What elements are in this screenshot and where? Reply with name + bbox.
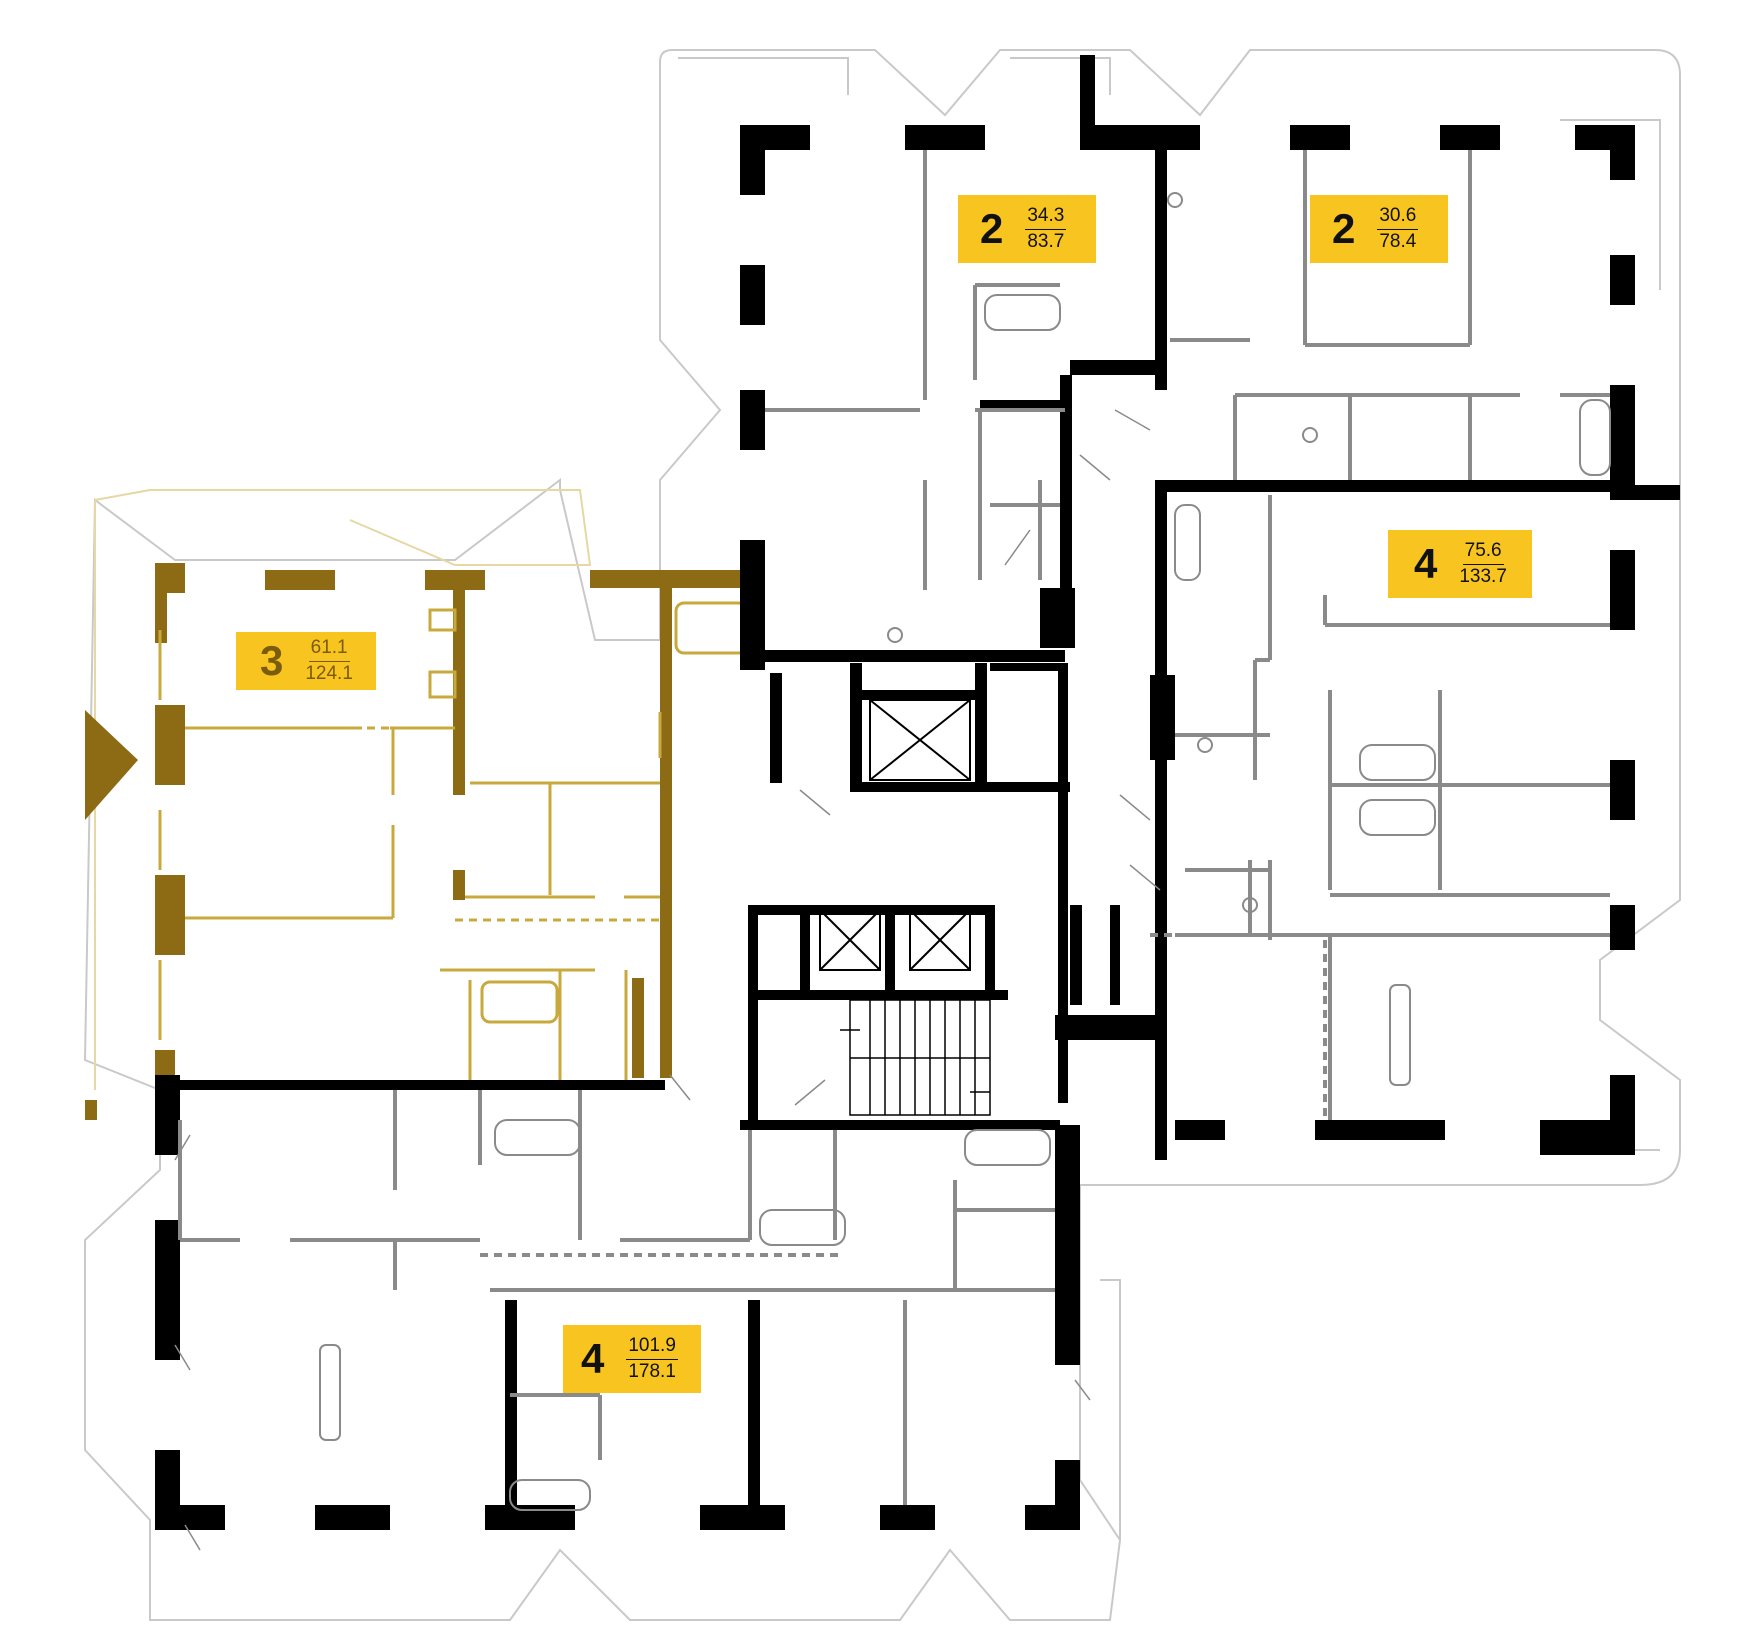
selected-apartment-partitions [158,601,748,1080]
living-area: 34.3 [1025,205,1067,230]
living-area: 75.6 [1462,540,1504,565]
area-fraction: 30.6 78.4 [1377,205,1419,253]
total-area: 83.7 [1027,230,1065,252]
total-area: 78.4 [1379,230,1417,252]
apartment-badge-4-rooms-a[interactable]: 4 75.6 133.7 [1388,530,1532,598]
apartment-badge-3-rooms[interactable]: 3 61.1 124.1 [236,632,376,690]
area-fraction: 75.6 133.7 [1459,540,1507,588]
room-count: 2 [1332,205,1356,252]
door-swings [174,409,1161,1551]
apartment-badge-2-rooms-b[interactable]: 2 30.6 78.4 [1310,195,1448,263]
area-fraction: 101.9 178.1 [626,1335,678,1383]
total-area: 178.1 [628,1360,676,1382]
living-area: 30.6 [1377,205,1419,230]
staircase [840,999,991,1116]
total-area: 124.1 [305,662,353,684]
area-fraction: 61.1 124.1 [305,637,353,685]
area-fraction: 34.3 83.7 [1025,205,1067,253]
partitions [178,150,1610,1505]
room-count: 3 [260,637,284,684]
balcony-outline [83,49,1681,1621]
room-count: 4 [581,1335,605,1382]
apartment-badge-4-rooms-b[interactable]: 4 101.9 178.1 [563,1325,701,1393]
fixtures [319,192,1611,1511]
selected-apartment-walls [85,563,750,1120]
total-area: 133.7 [1459,565,1507,587]
living-area: 61.1 [308,637,350,662]
apartment-badge-2-rooms-a[interactable]: 2 34.3 83.7 [958,195,1096,263]
room-count: 2 [980,205,1004,252]
elevator-shafts [819,699,971,971]
structural-walls [155,55,1680,1530]
room-count: 4 [1414,540,1438,587]
living-area: 101.9 [626,1335,678,1360]
